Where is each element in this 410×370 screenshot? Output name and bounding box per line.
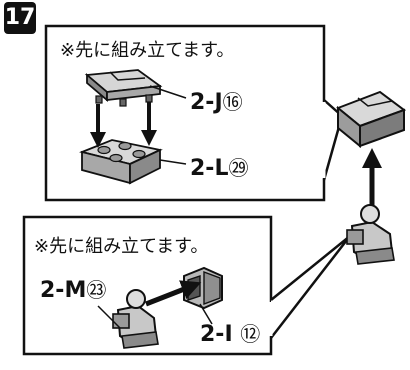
part-label-2-I: 2-I ⑫ <box>200 318 260 347</box>
part-2-M <box>112 289 159 349</box>
part-code: 2-L <box>190 156 229 181</box>
part-code: 2-M <box>40 278 87 303</box>
callout-bottom-note: ※先に組み立てます。 <box>34 236 209 257</box>
part-count: ⑯ <box>222 90 243 114</box>
leader-2-J <box>149 85 187 99</box>
leader-2-L <box>159 159 187 165</box>
callout-top-note: ※先に組み立てます。 <box>60 40 235 61</box>
leader-2-I <box>199 303 213 325</box>
leader-2-M <box>97 305 121 329</box>
part-code: 2-I <box>200 322 233 347</box>
part-label-2-J: 2-J⑯ <box>190 86 243 115</box>
callout-bottom-frame <box>22 215 351 356</box>
part-count: ⑫ <box>240 322 261 346</box>
part-count: ㉓ <box>86 278 107 302</box>
part-label-2-L: 2-L㉙ <box>190 152 248 181</box>
assembled-robot <box>346 204 395 265</box>
part-2-J <box>84 69 163 107</box>
assembled-roof-base <box>336 90 407 149</box>
part-label-2-M: 2-M㉓ <box>40 274 106 303</box>
part-code: 2-J <box>190 90 223 115</box>
step-number-badge: 17 <box>4 2 36 34</box>
part-count: ㉙ <box>228 156 249 180</box>
attach-arrow <box>145 280 202 307</box>
